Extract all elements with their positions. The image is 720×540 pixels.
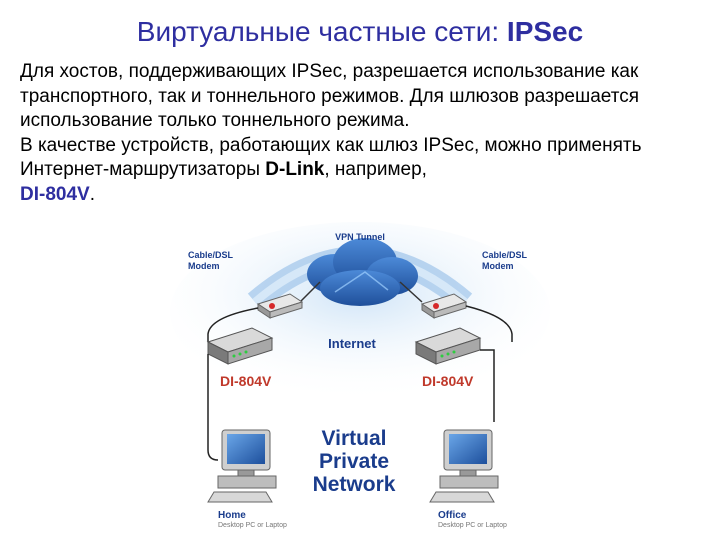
paragraph-1: Для хостов, поддерживающих IPSec, разреш… <box>20 61 640 131</box>
right-router-icon <box>414 327 482 365</box>
office-sublabel: Desktop PC or Laptop <box>438 522 507 529</box>
vpn-title-line-2: Private <box>319 450 389 473</box>
right-modem-label-2: Modem <box>482 261 514 271</box>
left-router-label: DI-804V <box>220 373 272 389</box>
right-router-label: DI-804V <box>422 373 474 389</box>
office-label: Office <box>438 510 467 521</box>
wire-left-router-pc <box>207 354 219 461</box>
body-text: Для хостов, поддерживающих IPSec, разреш… <box>20 60 710 207</box>
wire-left-modem-router <box>207 307 259 342</box>
right-modem-icon <box>420 293 468 319</box>
left-modem-label: Cable/DSL <box>188 250 234 260</box>
left-router-icon <box>206 327 274 365</box>
paragraph-2: В качестве устройств, работающих как шлю… <box>20 134 642 205</box>
home-sublabel: Desktop PC or Laptop <box>218 522 287 529</box>
wire-right-router-pc <box>480 349 495 422</box>
link-cloud-left <box>299 281 321 303</box>
model-name: DI-804V <box>20 183 90 205</box>
title-emphasis: IPSec <box>506 16 584 47</box>
left-modem-icon <box>256 293 304 319</box>
left-modem-label-2: Modem <box>188 261 220 271</box>
vpn-diagram: VPN Tunnel Internet Cable/DSL Modem Cabl… <box>160 222 560 532</box>
vpn-title-line-3: Network <box>313 473 396 496</box>
home-computer-icon <box>207 429 277 503</box>
vpn-title-line-1: Virtual <box>322 427 387 450</box>
title-text: Виртуальные частные сети: <box>136 16 507 47</box>
vpn-diagram-svg: VPN Tunnel Internet Cable/DSL Modem Cabl… <box>170 222 550 529</box>
right-modem-label: Cable/DSL <box>482 250 528 260</box>
brand-name: D-Link <box>265 159 325 180</box>
internet-label: Internet <box>328 336 376 351</box>
office-computer-icon <box>429 429 499 503</box>
wire-right-modem-router <box>465 305 513 342</box>
page-title: Виртуальные частные сети: IPSec <box>0 14 720 50</box>
home-label: Home <box>218 510 246 521</box>
vpn-tunnel-label: VPN Tunnel <box>335 232 385 242</box>
internet-cloud-icon <box>307 238 418 306</box>
link-cloud-right <box>399 281 423 303</box>
